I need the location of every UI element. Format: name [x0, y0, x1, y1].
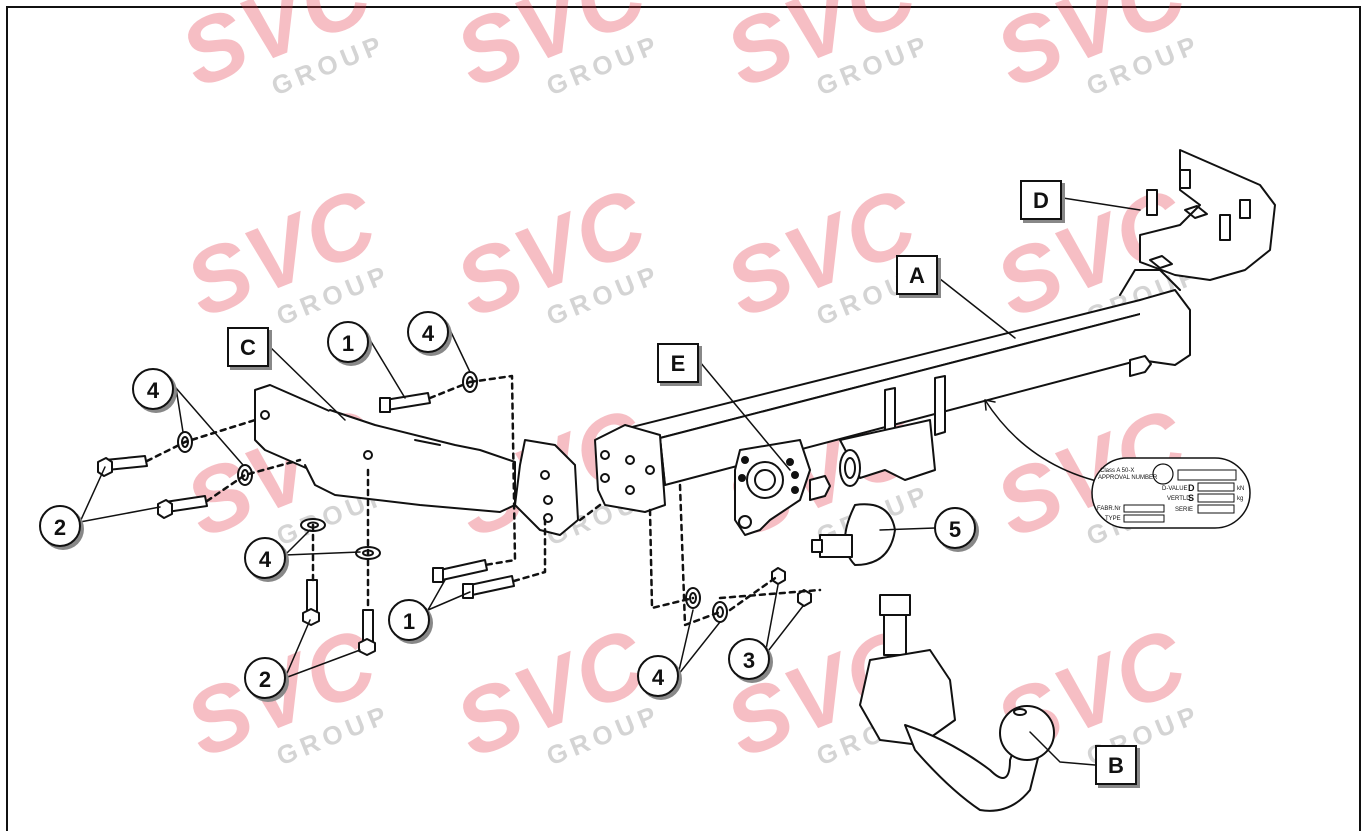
socket-plate: [734, 439, 831, 536]
label-part-4-left: 4: [132, 368, 174, 410]
bracket-d: [1139, 149, 1276, 281]
label-part-2-bottom: 2: [244, 657, 286, 699]
label-e: E: [657, 343, 699, 383]
label-part-4-top: 4: [407, 311, 449, 353]
socket-cover: [811, 503, 896, 566]
plate-d-value: D-VALUE: [1162, 486, 1188, 492]
ball-neck: [859, 594, 1055, 812]
bracket-c: [254, 384, 579, 536]
label-part-1-bottom: 1: [388, 599, 430, 641]
approval-plate: Class A 50-X APPROVAL NUMBER D-VALUE D k…: [1091, 457, 1251, 529]
plate-fabr: FABR.Nr: [1097, 506, 1121, 512]
plate-vertld: VERTLD: [1167, 496, 1191, 502]
label-c: C: [227, 327, 269, 367]
diagram-frame: [6, 6, 1361, 831]
plate-approval: APPROVAL NUMBER: [1098, 475, 1158, 481]
beam-hangers: [839, 375, 946, 487]
plate-s-letter: S: [1188, 493, 1194, 503]
label-part-2-left: 2: [39, 505, 81, 547]
label-part-3: 3: [728, 638, 770, 680]
assembly-dashes: [145, 374, 822, 627]
plate-s-unit: kg: [1237, 496, 1243, 502]
plate-serie: SERIE: [1175, 507, 1193, 513]
label-d: D: [1020, 180, 1062, 220]
plate-type: TYPE: [1105, 516, 1121, 522]
label-part-4-bottom: 4: [637, 655, 679, 697]
plate-d-unit: kN: [1237, 486, 1244, 492]
label-part-4-middle: 4: [244, 537, 286, 579]
beam-end-plate: [594, 424, 666, 513]
label-part-5: 5: [934, 507, 976, 549]
plate-class: Class A 50-X: [1100, 468, 1134, 474]
label-a: A: [896, 255, 938, 295]
plate-d-letter: D: [1188, 483, 1195, 493]
label-part-1-top: 1: [327, 321, 369, 363]
label-b: B: [1095, 745, 1137, 785]
fasteners: [97, 371, 812, 656]
